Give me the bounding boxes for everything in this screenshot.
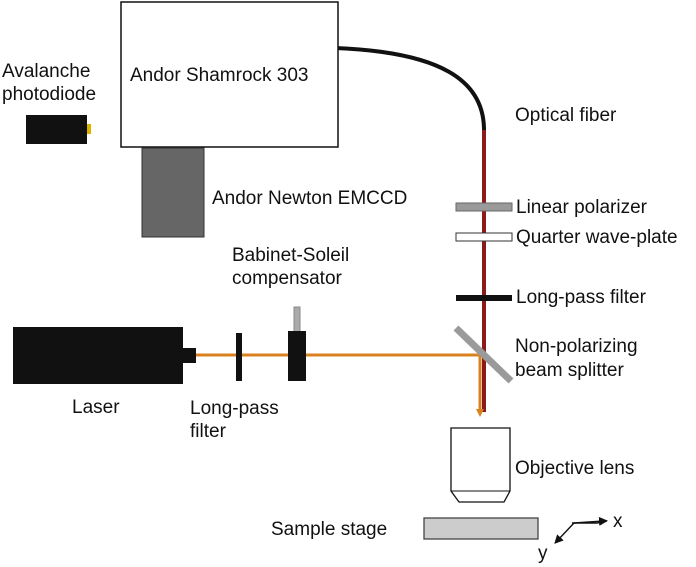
spectrometer-box	[120, 1, 339, 148]
objective-lens-label: Objective lens	[515, 458, 635, 479]
compensator-label-line1: Babinet-Soleil	[232, 245, 350, 266]
optical-fiber-label: Optical fiber	[515, 105, 617, 126]
axis-x-line	[573, 516, 608, 526]
laser-label: Laser	[72, 397, 120, 418]
longpass-filter-bottom-label-line2: filter	[190, 421, 226, 442]
sample-stage-label: Sample stage	[271, 519, 388, 540]
quarter-wave-plate	[455, 232, 513, 242]
spectrometer-label: Andor Shamrock 303	[130, 65, 309, 86]
emccd-camera	[141, 147, 205, 238]
longpass-filter-right	[456, 295, 512, 301]
sample-stage	[423, 517, 539, 540]
compensator-label-line2: compensator	[232, 268, 342, 289]
optical-fiber	[334, 46, 486, 131]
linear-polarizer	[455, 202, 513, 212]
apd-label-line2: photodiode	[2, 84, 97, 105]
laser-body	[13, 327, 183, 384]
compensator-rod	[293, 306, 301, 333]
compensator-body	[288, 331, 306, 381]
quarter-wave-plate-label: Quarter wave-plate	[516, 227, 678, 248]
beamsplitter-label-line1: Non-polarizing	[515, 336, 638, 357]
beam-splitter	[453, 325, 514, 384]
apd-label-line1: Avalanche	[2, 61, 91, 82]
laser-aperture	[183, 348, 196, 363]
apd-window	[87, 124, 91, 134]
longpass-filter-bottom	[236, 333, 242, 381]
axis-x-label: x	[613, 511, 623, 532]
beamsplitter-label-line2: beam splitter	[515, 360, 624, 381]
axis-y-label: y	[538, 543, 548, 564]
linear-polarizer-label: Linear polarizer	[516, 197, 647, 218]
axis-y-line	[554, 522, 575, 544]
longpass-filter-right-label: Long-pass filter	[516, 287, 646, 308]
emccd-label: Andor Newton EMCCD	[212, 188, 408, 209]
apd-body	[26, 115, 87, 144]
longpass-filter-bottom-label-line1: Long-pass	[190, 398, 279, 419]
